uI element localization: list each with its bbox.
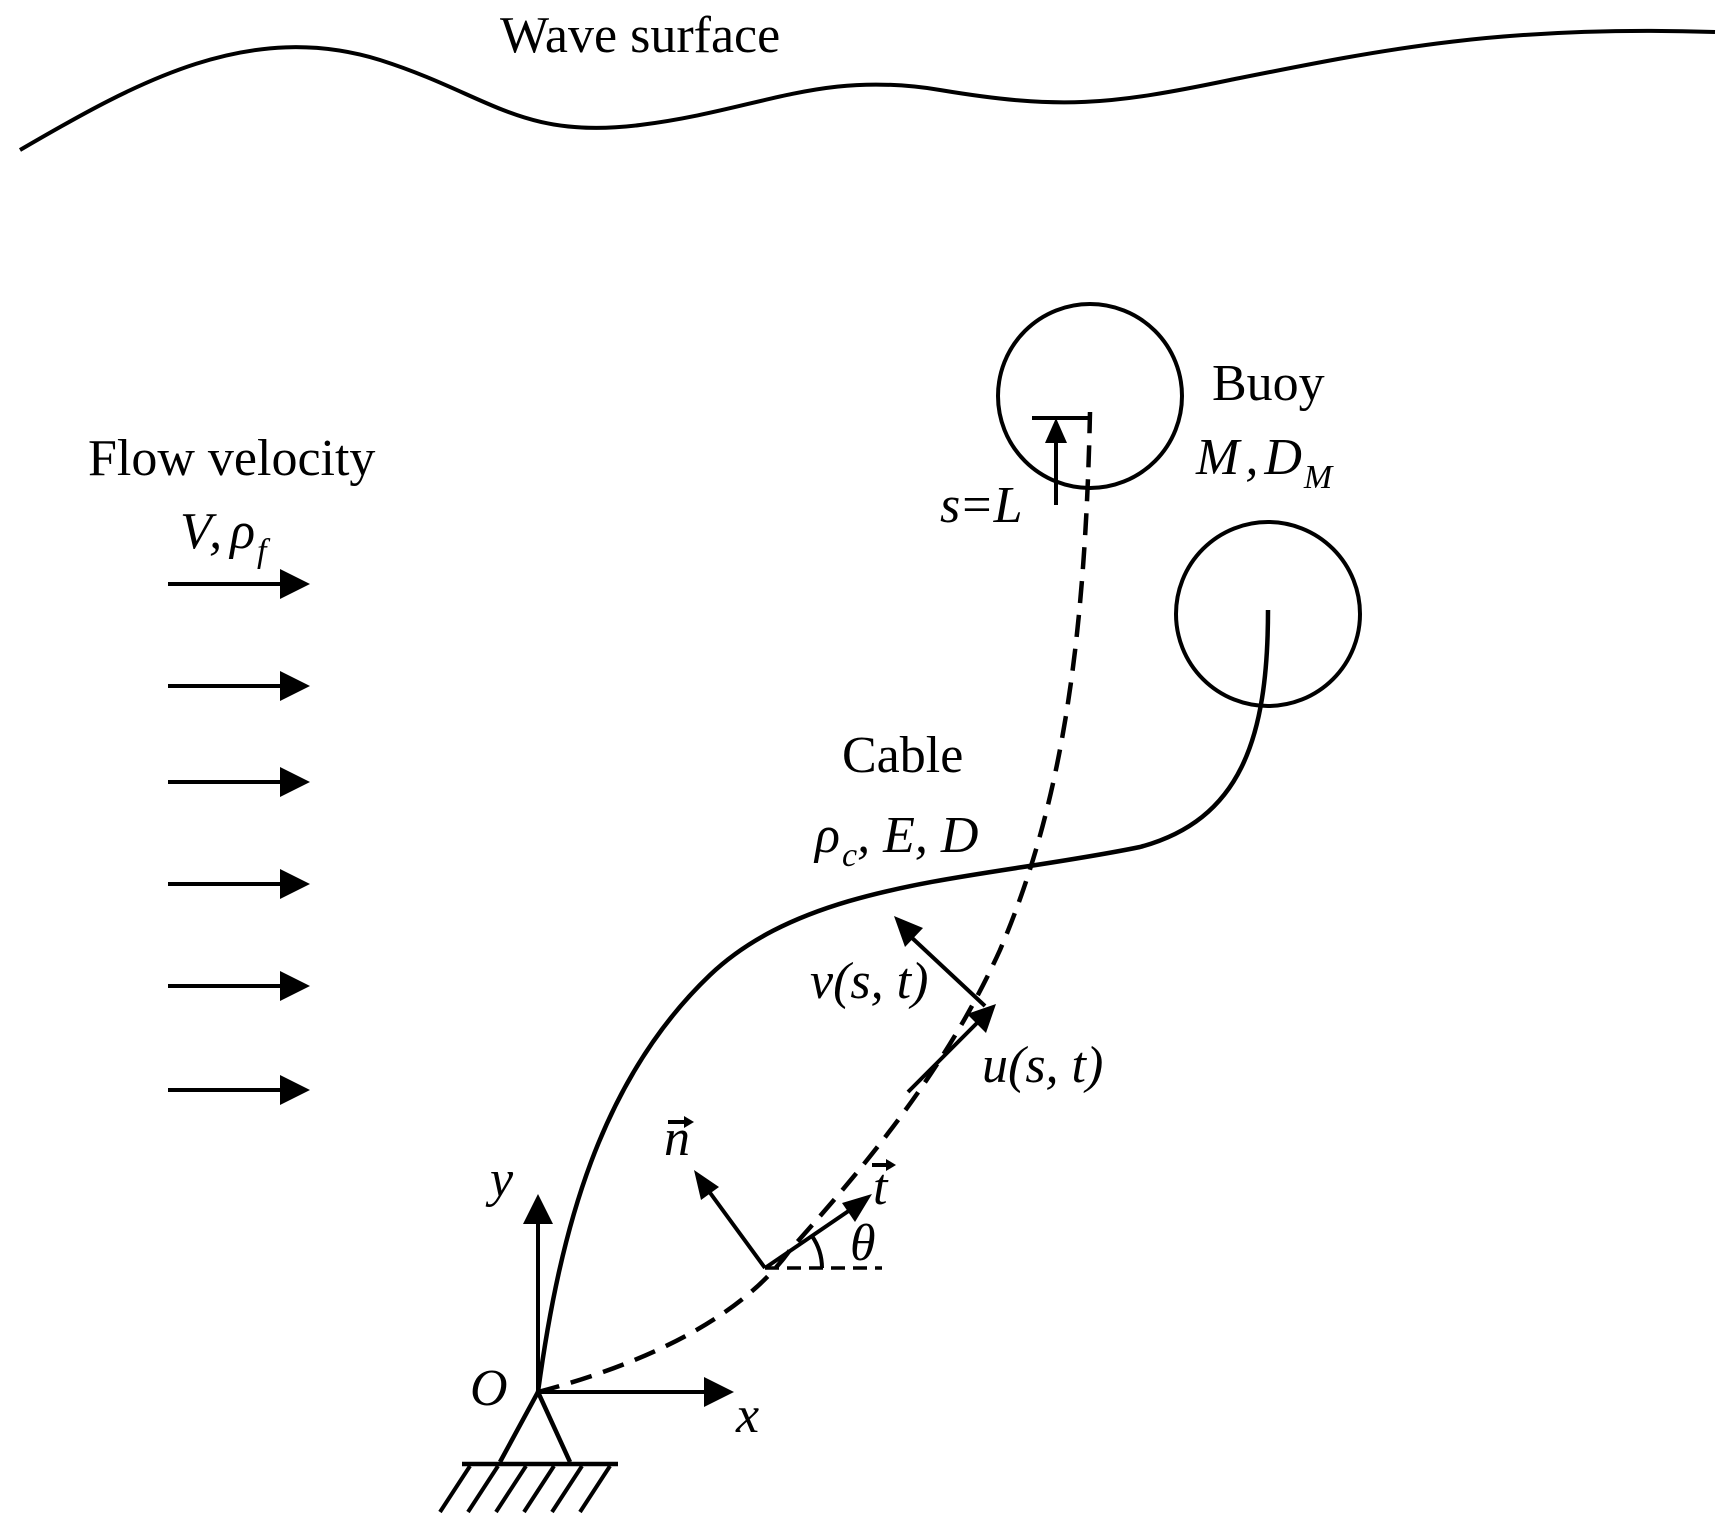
cable-deformed-solid (535, 609, 1271, 1393)
y-axis-arrow-icon (523, 1194, 553, 1224)
flow-arrow-icon (168, 767, 310, 797)
fixed-support-icon (438, 1390, 618, 1514)
cable-params: ρc, E, D (813, 807, 978, 874)
flow-arrows (168, 569, 310, 1105)
v-displacement-label: v(s, t) (810, 953, 928, 1010)
s-eq-L-label: s=L (940, 477, 1023, 534)
x-axis-arrow-icon (704, 1377, 734, 1407)
theta-angle-arc (810, 1234, 824, 1269)
buoy-undeformed-circle (996, 302, 1184, 490)
buoy-deformed-circle (1174, 520, 1362, 708)
u-displacement-arrow-icon (967, 1004, 996, 1033)
flow-arrow-icon (168, 569, 310, 599)
tangent-vector-accent-icon (872, 1159, 896, 1171)
tangent-arrow-icon (842, 1194, 872, 1222)
wave-surface-curve (18, 28, 1716, 152)
y-axis-label: y (485, 1151, 514, 1208)
buoy-params: M,DM (1195, 429, 1334, 496)
normal-vector-accent-icon (668, 1116, 694, 1128)
flow-arrow-icon (168, 1075, 310, 1105)
buoy-label: Buoy (1212, 355, 1325, 412)
flow-velocity-params: V,ρf (180, 503, 271, 570)
normal-vector-line (706, 1188, 767, 1270)
cable-undeformed-dashed (537, 411, 1093, 1395)
v-displacement-line (908, 934, 987, 1008)
tangent-vector-label: t (873, 1159, 889, 1216)
u-displacement-label: u(s, t) (982, 1037, 1103, 1094)
x-axis-label: x (735, 1387, 759, 1444)
flow-arrow-icon (168, 869, 310, 899)
u-displacement-line (906, 1020, 980, 1094)
flow-arrow-icon (168, 971, 310, 1001)
cable-label: Cable (842, 727, 963, 784)
flow-arrow-icon (168, 671, 310, 701)
flow-velocity-label: Flow velocity (88, 430, 375, 487)
normal-arrow-icon (694, 1170, 719, 1200)
wave-surface-label: Wave surface (500, 7, 780, 64)
origin-label: O (470, 1360, 508, 1417)
v-displacement-arrow-icon (894, 916, 923, 947)
s-eq-L-arrow-icon (1045, 418, 1067, 443)
theta-label: θ (850, 1215, 876, 1272)
tangent-vector-line (763, 1208, 852, 1270)
